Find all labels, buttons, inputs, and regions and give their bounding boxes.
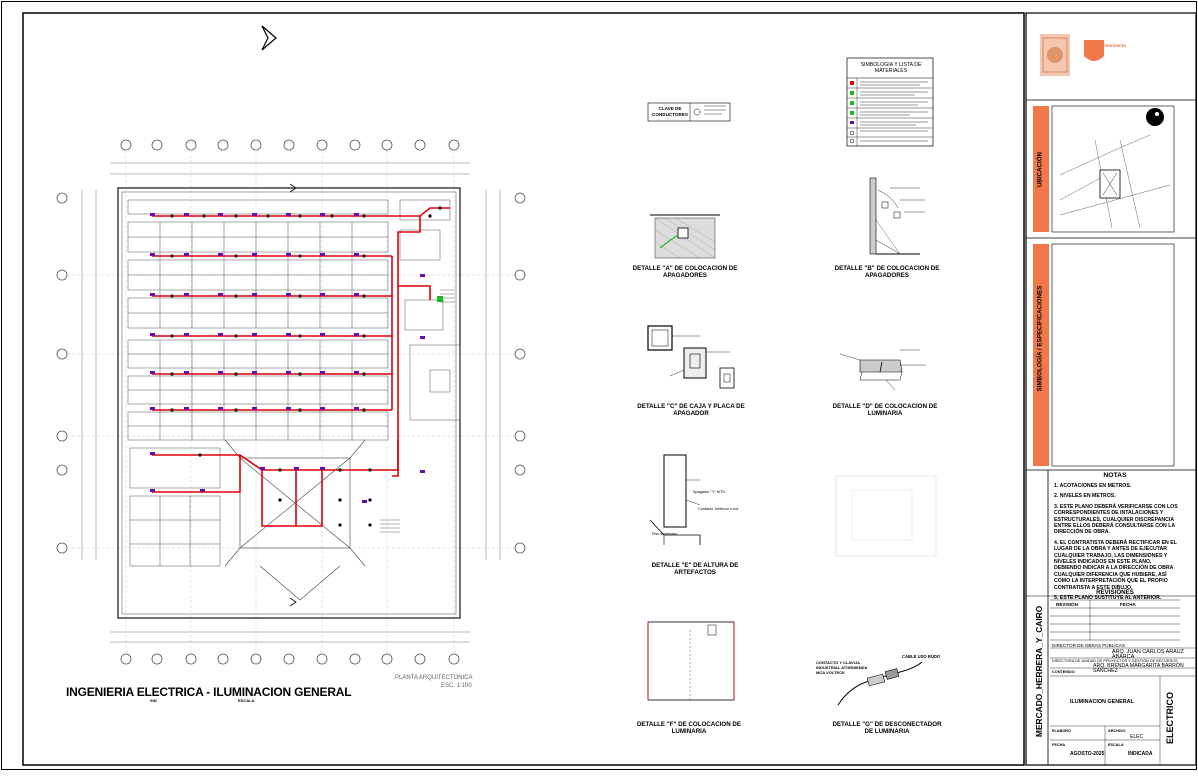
note-item: 5. ESTE PLANO SUSTITUYE AL ANTERIOR. [1054,595,1162,602]
detail-g-title: DETALLE "G" DE DESCONECTADOR DE LUMINARI… [832,721,942,735]
detail-d-title: DETALLE "D" DE COLOCACION DE LUMINARIA [832,403,938,417]
plan-label: PLANTA ARQUITECTONICA [395,675,473,681]
detail-e-label-2: Contacto, teléfono o ext. [698,507,740,511]
conductores-legend-box [647,102,731,122]
detail-g-drawing [837,661,923,706]
floor-plan [56,139,526,665]
detail-b-title: DETALLE "B" DE COLOCACION DE APAGADORES [834,265,940,279]
drawing-title: INGENIERIA ELECTRICA - ILUMINACION GENER… [66,685,352,699]
note-item: 1. ACOTACIONES EN METROS. [1054,483,1132,489]
plan-scale: ESC. 1:100 [441,683,472,689]
archivo-label: ARCHIVO [1108,729,1126,733]
location-map [1059,134,1171,229]
fecha-value: AGOSTO-2025 [1070,751,1105,757]
detail-a-title: DETALLE "A" DE COLOCACION DE APAGADORES [632,265,738,279]
detail-c-title: DETALLE "C" DE CAJA Y PLACA DE APAGADOR [637,403,745,417]
drawing-title-sub-left: SIN [150,698,157,703]
simbologia-label: SIMBOLOGÍA / ESPECIFICACIONES [1036,285,1044,392]
north-arrow-icon [261,25,277,51]
ubicacion-label: UBICACIÓN [1036,151,1044,188]
revision-column-header: REVISIÓN [1056,602,1078,607]
detail-e-title: DETALLE "E" DE ALTURA DE ARTEFACTOS [651,562,739,576]
detail-c-drawing [647,325,735,389]
notes-list: 1. ACOTACIONES EN METROS. 2. NIVELES EN … [1054,483,1178,606]
elaboro-label: ELABORÓ [1052,729,1071,733]
director2-name: ARQ. BRENDA MARGARITA BARRÓN SÁNCHEZ [1093,663,1184,674]
detail-d-drawing [839,349,926,391]
simbologia-legend-box [846,57,934,147]
note-item: 2. NIVELES EN METROS. [1054,493,1116,500]
escala-label: ESCALA [1108,743,1124,747]
municipal-seal-icon [1040,34,1070,76]
contenido-value: ILUMINACION GENERAL [1070,699,1134,705]
detail-f-drawing [647,621,735,701]
discipline-label: ELECTRICO [1165,692,1175,745]
director-name: ARQ. JUAN CARLOS ARAUZ ABARCA [1112,649,1184,660]
contenido-label: CONTENIDO [1052,670,1075,674]
project-name-vertical: MERCADO_HERRERA_Y_CAIRO [1034,605,1044,737]
detail-e-label-1: Apagador "Y" MTS. [693,490,726,494]
revisions-title: REVISIONES [1096,589,1134,596]
director2-label: DIRECTORA DE UNIDAD DE PROYECTOS Y GESTI… [1052,659,1178,663]
detail-e-drawing [649,454,701,545]
ayuntamiento-logo-icon [1084,40,1104,61]
simbologia-title: SIMBOLOGIA Y LISTA DE MATERIALES [860,62,922,74]
note-item: 3. ESTE PLANO DEBERÁ VERIFICARSE CON LOS… [1054,503,1178,536]
fecha-column-header: FECHA [1120,602,1136,607]
notes-title: NOTAS [1103,472,1127,479]
ayuntamiento-logo-text: H. Ayuntamiento [1090,43,1127,48]
detail-g-cable-label: CABLE USO RUDO [902,654,941,659]
north-arrow-small-icon [289,183,297,607]
escala-value: INDICADA [1128,751,1153,757]
note-item: 4. EL CONTRATISTA DEBERÁ RECTIFICAR EN E… [1054,539,1177,591]
detail-g-contacto-label: CONTACTO Y CLAVIJA INDUSTRIAL ATORNIENDA… [816,660,868,675]
fecha-label: FECHA [1052,743,1066,747]
detail-e-label-3: Piso terminado [652,532,678,536]
map-north-icon [1146,108,1164,126]
director-label: DIRECTOR DE OBRAS PÚBLICAS [1052,643,1125,648]
detail-b-drawing [869,177,925,255]
drawing-title-sub-right: ESCALA [238,698,255,703]
archivo-value: ELEC [1130,734,1144,740]
conductores-title: CLAVE DE CONDUCTORES [652,106,688,117]
detail-f-title: DETALLE "F" DE COLOCACION DE LUMINARIA [636,721,742,735]
detail-a-drawing [650,214,720,259]
